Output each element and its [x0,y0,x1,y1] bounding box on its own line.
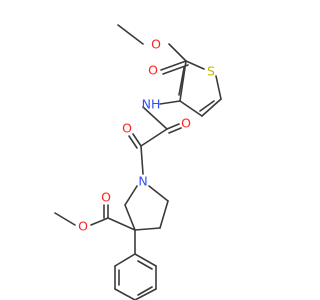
bond [215,75,222,100]
bond [107,217,136,231]
bond [159,200,169,229]
bond [134,253,157,267]
bond [201,98,222,117]
bond [124,204,136,231]
bond [54,212,76,226]
bond [142,106,168,130]
bond [185,60,205,70]
bond [128,135,138,149]
bond [140,128,168,147]
bond [117,24,144,45]
bond [132,133,142,147]
bond [137,260,153,270]
bond [124,185,138,206]
bond [166,123,180,130]
bond [148,185,169,202]
bond [179,60,187,102]
bond [160,60,187,71]
atom-oxygen: O [151,37,161,52]
bond [159,100,181,105]
bond [114,288,136,300]
atom-labels: O O S NH O O N O O [78,37,215,234]
atom-oxygen: O [122,121,132,136]
bond [114,253,136,267]
bond [90,217,109,226]
bond [134,227,161,231]
atom-oxygen: O [148,63,158,78]
bond [178,67,185,96]
bond [179,100,203,117]
bond [137,286,153,296]
atom-nitrogen-h: NH [142,97,161,112]
atom-oxygen: O [78,219,88,234]
bond [162,64,189,75]
atom-nitrogen: N [138,174,147,189]
atom-oxygen: O [181,116,191,131]
bond [168,43,187,62]
bond [140,145,144,175]
bond-lines [54,24,222,300]
bond [168,127,182,134]
atom-sulfur: S [207,64,215,79]
bond [199,100,215,112]
atom-oxygen: O [101,190,111,205]
bond [134,288,157,300]
molecule-structure: O O S NH O O N O O [54,24,222,300]
